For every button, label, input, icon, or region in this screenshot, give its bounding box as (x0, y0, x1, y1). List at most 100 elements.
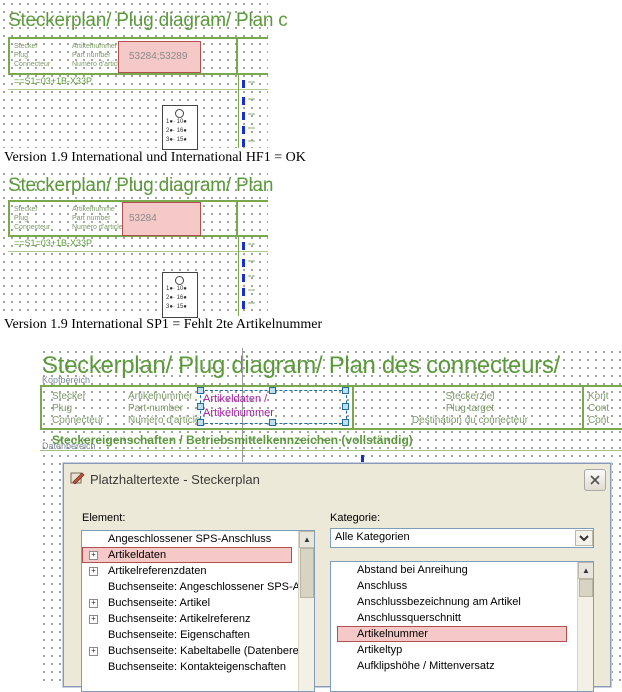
top-connector-id: ==S1=03+1B-X33P (14, 76, 93, 86)
kategorie-label: Kategorie: (330, 512, 381, 524)
top-sublabel-numero: Numéro d'article (72, 61, 123, 68)
mid-header-sublabels: Artikelnumme Part number Numéro d'articl… (72, 205, 123, 232)
expand-plus-icon[interactable]: + (89, 567, 98, 576)
top-vertical-line (238, 75, 239, 148)
mid-label-connecteur: Connecteur (14, 224, 51, 231)
close-button[interactable] (584, 469, 606, 491)
category-list-item[interactable]: Artikeltyp (331, 642, 577, 658)
big-label-connecteur: Connecteur (52, 415, 104, 426)
selection-handle[interactable] (269, 419, 276, 426)
big-label-destination: Destination du connecteur (411, 415, 529, 426)
top-wire-label: == (248, 80, 256, 86)
element-list[interactable]: Angeschlossener SPS-Anschluss+Artikeldat… (81, 530, 315, 692)
selection-handle[interactable] (197, 419, 204, 426)
element-item-label: Buchsenseite: Angeschlossener SPS-An (108, 581, 307, 593)
mid-connector-symbol: 1●· 10● 2●· 16● 3●· 15● (162, 272, 198, 318)
chevron-down-icon (579, 535, 589, 542)
mid-vertical-line (238, 237, 239, 316)
element-list-item[interactable]: Buchsenseite: Kontakteigenschaften (82, 659, 298, 675)
expand-plus-icon[interactable]: + (89, 599, 98, 608)
big-header-border-top (40, 385, 622, 387)
mid-connector-circle-icon (175, 276, 184, 285)
expand-plus-icon[interactable]: + (89, 615, 98, 624)
top-wire-label: == (248, 126, 256, 132)
category-scroll-thumb[interactable] (579, 579, 593, 597)
mid-wire-mark (242, 301, 245, 309)
element-item-label: Buchsenseite: Artikel (108, 597, 211, 609)
big-right-labels: Kont Cont Cont (588, 391, 609, 427)
category-list-item[interactable]: Anschlussquerschnitt (331, 610, 577, 626)
datenbereich-label: Datenbereich (42, 441, 96, 451)
element-list-item[interactable]: + Buchsenseite: Kabeltabelle (Datenberei (82, 643, 302, 659)
element-item-label: Buchsenseite: Kabeltabelle (Datenberei (108, 645, 302, 657)
mid-header-border-bottom (8, 235, 268, 237)
big-header-border-left (40, 385, 42, 430)
element-list-item[interactable]: Buchsenseite: Angeschlossener SPS-An (82, 579, 306, 595)
element-list-item[interactable]: +Artikeldaten (82, 547, 298, 563)
mid-pin-label: 3●· 15● (166, 304, 187, 310)
top-wire-label: == (248, 139, 256, 145)
top-wire-mark (242, 112, 245, 120)
mid-wire-label: == (248, 301, 256, 307)
big-header-border-bottom (40, 428, 622, 430)
scroll-up-button[interactable]: ▲ (299, 531, 314, 548)
big-wire-mark (361, 455, 364, 463)
mid-wire-label: == (248, 242, 256, 248)
placeholder-line1: Artikeldaten / (203, 393, 268, 405)
element-list-item[interactable]: + Buchsenseite: Artikel (82, 595, 298, 611)
scroll-thumb[interactable] (300, 548, 314, 598)
category-list-item[interactable]: Anschluss (331, 578, 577, 594)
close-icon (590, 475, 600, 485)
category-item-label: Abstand bei Anreihung (357, 564, 468, 576)
category-list-scrollbar[interactable]: ▲ (577, 562, 593, 691)
mid-header-divider (236, 200, 238, 237)
big-sublabel-numero: Numéro d'article (128, 415, 201, 426)
expand-plus-icon[interactable]: + (89, 647, 98, 656)
selected-highlight (82, 547, 292, 563)
element-item-label: Artikelreferenzdaten (108, 565, 207, 577)
selection-handle[interactable] (197, 387, 204, 394)
mid-pin-label: 2●· 16● (166, 295, 187, 301)
top-pin-label: 2●· 16● (166, 128, 187, 134)
category-item-label: Anschlussbezeichnung am Artikel (357, 596, 521, 608)
category-list-item[interactable]: Aufklipshöhe / Mittenversatz (331, 658, 577, 674)
category-list-item[interactable]: Abstand bei Anreihung (331, 562, 577, 578)
selection-handle[interactable] (197, 403, 204, 410)
top-wire-label: == (248, 112, 256, 118)
kategorie-dropdown-button[interactable] (575, 530, 593, 546)
big-label-cont-2: Cont (588, 415, 610, 426)
mid-label-plug: Plug (14, 215, 29, 222)
category-list-item[interactable]: Anschlussbezeichnung am Artikel (331, 594, 577, 610)
selection-handle[interactable] (342, 403, 349, 410)
mid-article-value-box: 53284 (122, 202, 201, 236)
element-list-item[interactable]: + Artikelreferenzdaten (82, 563, 298, 579)
mid-wire-label: == (248, 274, 256, 280)
selection-handle[interactable] (342, 387, 349, 394)
big-data-border (40, 450, 622, 451)
category-list-item[interactable]: Artikelnummer (331, 626, 577, 642)
selection-handle[interactable] (269, 387, 276, 394)
element-list-item[interactable]: Buchsenseite: Eigenschaften (82, 627, 298, 643)
top-header-border-top (8, 37, 268, 39)
dialog-titlebar[interactable]: Platzhaltertexte - Steckerplan (64, 464, 610, 494)
kategorie-dropdown[interactable]: Alle Kategorien (330, 528, 594, 548)
selection-handle[interactable] (342, 419, 349, 426)
top-sublabel-artikelnummer: Artikelnummer (72, 43, 118, 50)
selected-highlight (337, 626, 567, 642)
big-sublabel-part-number: Part number (128, 403, 184, 414)
big-vertical-guide (242, 348, 243, 468)
element-list-scrollbar[interactable]: ▲ (298, 531, 314, 691)
element-list-item[interactable]: +Buchsenseite: Artikelreferenz (82, 611, 298, 627)
mid-header-labels: Stecker Plug Connecteur (14, 205, 50, 232)
mid-sublabel-numero: Numéro d'article (72, 224, 123, 231)
expand-plus-icon[interactable]: + (89, 551, 98, 560)
element-list-item[interactable]: Angeschlossener SPS-Anschluss (82, 531, 298, 547)
top-diagram-title: Steckerplan/ Plug diagram/ Plan c (8, 10, 288, 31)
big-label-plug: Plug (52, 403, 73, 414)
top-wire-mark (242, 97, 245, 105)
big-header-labels: Stecker Plug Connecteur (52, 391, 104, 427)
category-scroll-up-button[interactable]: ▲ (578, 562, 593, 579)
mid-sublabel-artikelnummer: Artikelnumme (72, 206, 115, 213)
kategorie-selected: Alle Kategorien (335, 531, 410, 543)
